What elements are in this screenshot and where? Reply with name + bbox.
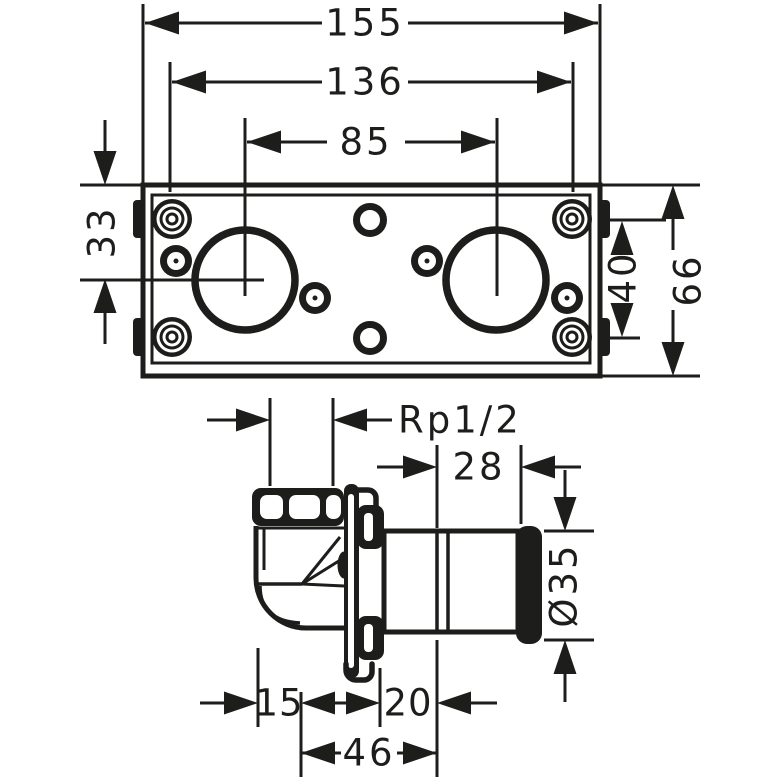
arrowhead bbox=[521, 455, 555, 479]
screw bbox=[411, 245, 443, 277]
arrowhead bbox=[553, 497, 577, 531]
arrowhead bbox=[224, 691, 258, 715]
dim-edge-to-inlet-axis: 15 bbox=[200, 682, 335, 725]
arrowhead bbox=[93, 151, 117, 185]
arrowhead bbox=[537, 70, 571, 94]
arrowhead bbox=[403, 455, 437, 479]
top-view-mounting-plate bbox=[80, 118, 610, 379]
dim-overall-height: 66 bbox=[600, 183, 710, 378]
arrowhead bbox=[93, 279, 117, 313]
flange-hook-bottom bbox=[343, 661, 375, 683]
dim-thread-label: Rp1/2 bbox=[398, 399, 522, 442]
arrowhead bbox=[564, 11, 598, 35]
elbow-cone-line bbox=[301, 557, 343, 586]
protection-cap bbox=[516, 526, 542, 644]
screw bbox=[160, 245, 192, 277]
dim-wall-to-coupling-label: 20 bbox=[383, 682, 432, 725]
fixing-screws bbox=[160, 245, 583, 314]
arrowhead bbox=[346, 691, 380, 715]
union-nut bbox=[252, 488, 344, 530]
arrowhead bbox=[172, 70, 206, 94]
dim-spigot-cap-diameter: Ø35 bbox=[543, 470, 594, 702]
dim-overall-height-label: 66 bbox=[667, 253, 710, 306]
dim-top-edge-to-valve-axis: 33 bbox=[80, 120, 143, 344]
service-hole-bottom bbox=[353, 321, 387, 355]
dim-wall-face-to-coupling: 20 bbox=[334, 682, 497, 725]
dim-spigot-protrusion: 28 bbox=[377, 445, 581, 528]
arrowhead bbox=[437, 691, 471, 715]
dim-hole-spacing-height-label: 40 bbox=[602, 250, 645, 303]
grommet-bottom-right bbox=[552, 317, 592, 357]
arrowhead bbox=[247, 130, 281, 154]
screw bbox=[299, 282, 331, 314]
dim-edge-to-inlet-axis-label: 15 bbox=[254, 682, 303, 725]
elbow-cone-line bbox=[301, 582, 345, 588]
arrowhead bbox=[145, 11, 179, 35]
dim-axis-to-coupling-label: 46 bbox=[342, 732, 395, 775]
screw bbox=[551, 282, 583, 314]
arrowhead bbox=[610, 303, 634, 337]
arrowhead bbox=[553, 640, 577, 674]
arrowhead bbox=[301, 741, 335, 765]
arrowhead bbox=[301, 691, 335, 715]
elbow-cone-line bbox=[300, 536, 342, 585]
mounting-flange bbox=[343, 484, 384, 683]
dim-inlet-axis-to-coupling: 46 bbox=[301, 732, 437, 775]
dim-overall-width: 155 bbox=[145, 2, 598, 45]
arrowhead bbox=[661, 342, 685, 376]
dim-spigot-protrusion-label: 28 bbox=[452, 446, 505, 489]
grommet-top-right bbox=[552, 199, 592, 239]
grommet-bottom-left bbox=[152, 317, 192, 357]
plate-edge-clips bbox=[133, 200, 610, 356]
elbow-inner-bend bbox=[258, 585, 301, 625]
side-view-dimensions: Rp1/2 28 Ø35 15 bbox=[200, 398, 594, 777]
corner-grommets bbox=[152, 199, 592, 357]
spigot-pipe bbox=[381, 528, 521, 635]
arrowhead bbox=[236, 408, 270, 432]
dim-mounting-hole-spacing-height: 40 bbox=[602, 218, 666, 340]
flange-hook-top bbox=[355, 487, 379, 511]
dim-valve-spacing-label: 85 bbox=[339, 121, 392, 164]
dim-inlet-thread: Rp1/2 bbox=[207, 398, 522, 486]
arrowhead bbox=[333, 408, 367, 432]
side-view-valve-body bbox=[252, 484, 542, 683]
dim-hole-spacing-width-label: 136 bbox=[325, 61, 405, 104]
arrowhead bbox=[610, 221, 634, 255]
dim-cap-diameter-label: Ø35 bbox=[543, 542, 586, 627]
service-hole-top bbox=[353, 203, 387, 237]
dim-valve-center-spacing: 85 bbox=[247, 121, 495, 164]
dim-mounting-hole-spacing-width: 136 bbox=[172, 61, 571, 104]
arrowhead bbox=[661, 185, 685, 219]
top-view-dimensions: 155 136 85 33 bbox=[80, 2, 710, 378]
dim-edge-to-axis-label: 33 bbox=[81, 205, 124, 258]
grommet-top-left bbox=[152, 199, 192, 239]
arrowhead bbox=[403, 741, 437, 765]
dim-overall-width-label: 155 bbox=[325, 2, 405, 45]
arrowhead bbox=[461, 130, 495, 154]
